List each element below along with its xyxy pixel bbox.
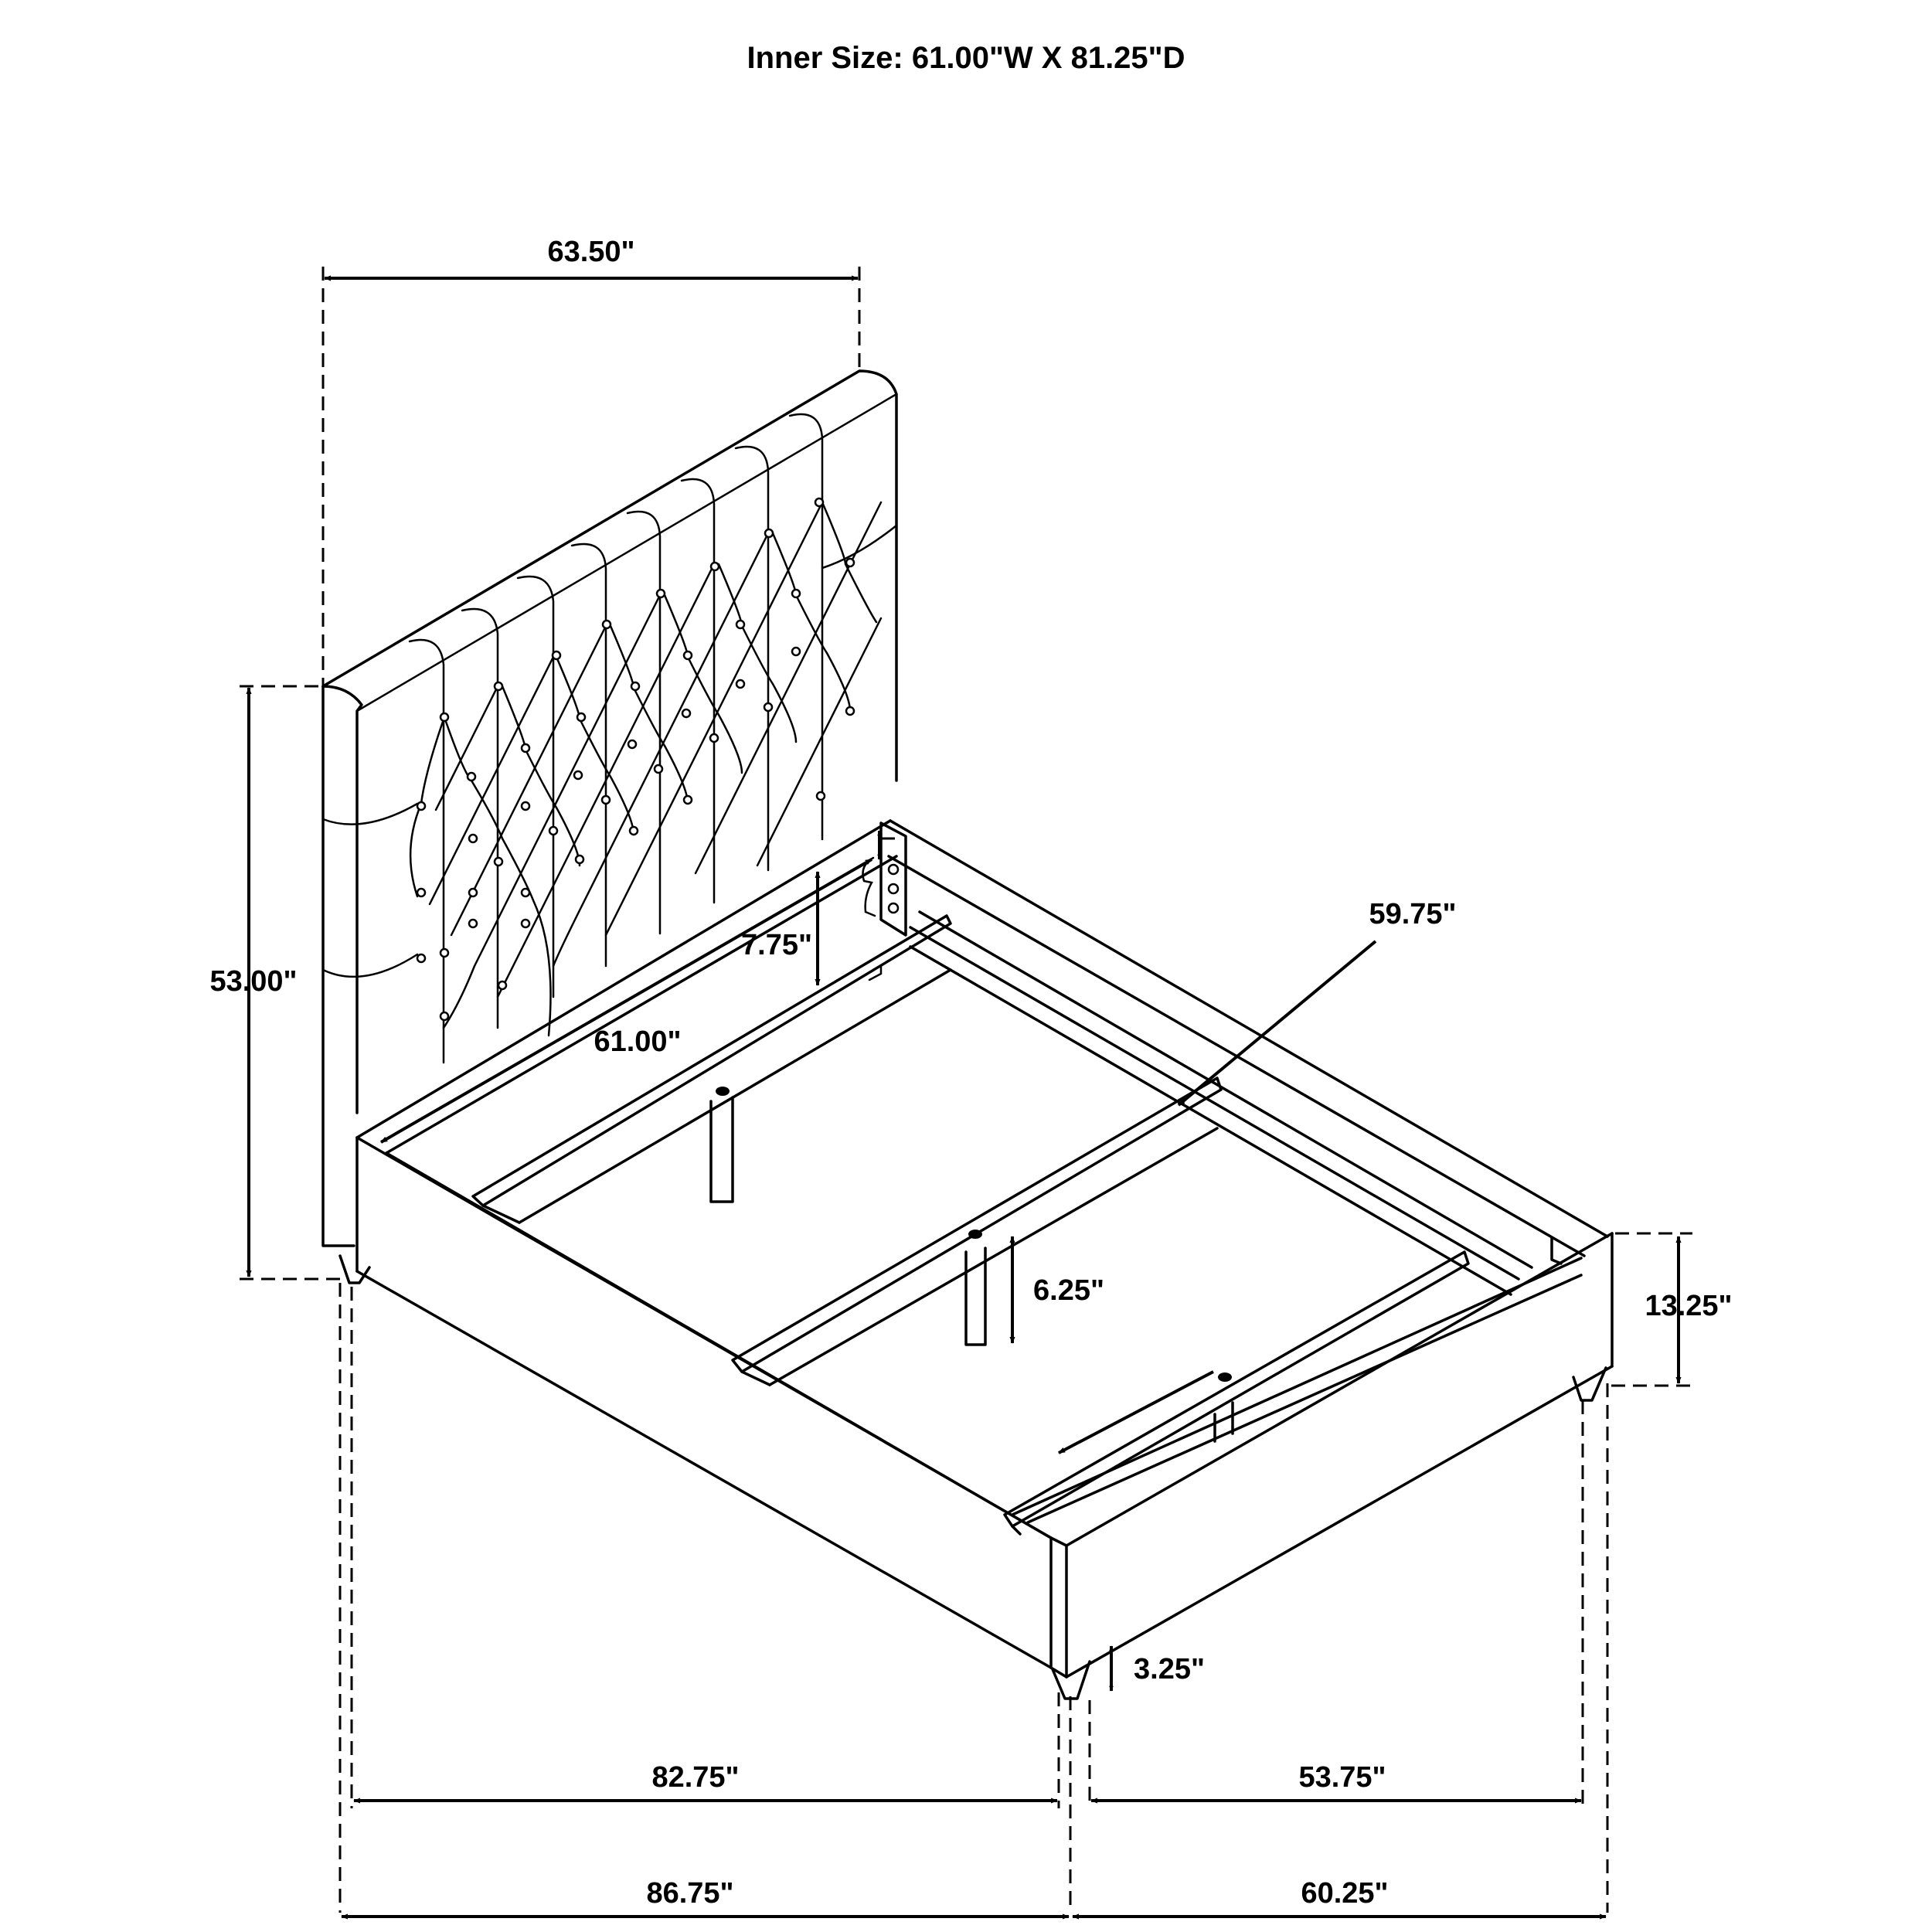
label-overall-width: 60.25": [1301, 1877, 1388, 1910]
dimension-labels: 63.50" 53.00" 61.00" 7.75" 59.75" 6.25" …: [209, 236, 1732, 1910]
label-rail-height: 7.75": [741, 929, 812, 961]
label-slat-length: 59.75": [1369, 898, 1456, 930]
label-inner-width: 61.00": [594, 1026, 681, 1058]
label-rail-length: 82.75": [651, 1761, 739, 1794]
bed-frame: [338, 819, 1614, 1700]
label-overall-length: 86.75": [646, 1877, 733, 1910]
label-headboard-width: 63.50": [547, 236, 634, 268]
label-footboard-width: 53.75": [1298, 1761, 1386, 1794]
label-leg-height: 3.25": [1134, 1653, 1205, 1685]
page-title: Inner Size: 61.00"W X 81.25"D: [747, 41, 1185, 75]
dimension-lines: [246, 275, 1682, 1920]
extension-lines: [240, 267, 1692, 1913]
label-slat-leg-height: 6.25": [1033, 1274, 1104, 1307]
label-headboard-height: 53.00": [209, 965, 297, 998]
label-footboard-height: 13.25": [1645, 1290, 1732, 1322]
